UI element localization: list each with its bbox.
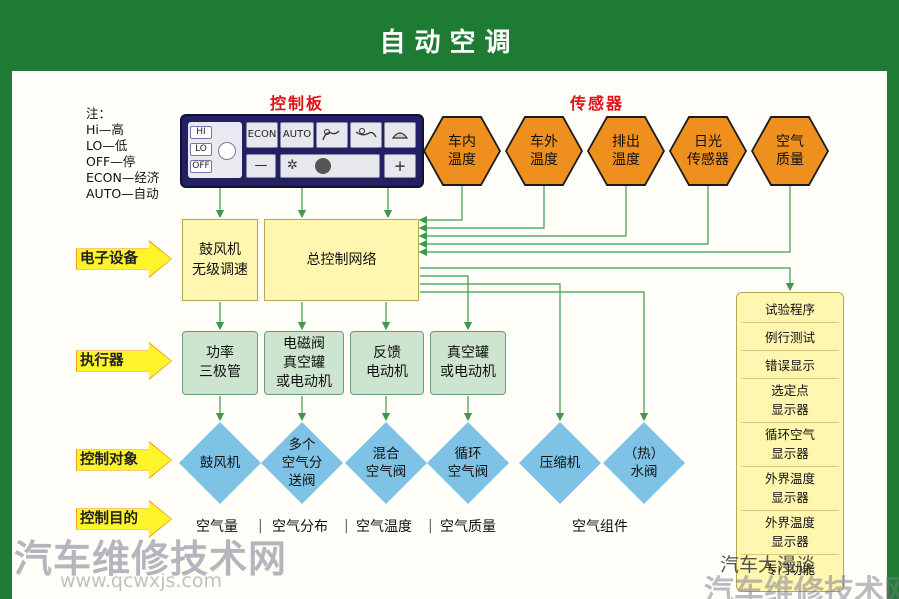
side-item-recirculation-display: 循环空气显示器 (741, 425, 839, 467)
purpose-air-components: 空气组件 (572, 519, 628, 535)
sensors-title: 传感器 (570, 94, 625, 113)
actuator-power-transistor: 功率三极管 (182, 331, 258, 395)
watermark-url: www.qcwxjs.com (60, 570, 223, 592)
blower-speed-control: 鼓风机无级调速 (182, 219, 258, 301)
temp-up-button: + (384, 154, 416, 178)
legend-line: Hi—高 (86, 122, 124, 137)
defrost-icon (384, 122, 416, 148)
legend-line: ECON—经济 (86, 170, 160, 185)
side-item-test-program: 试验程序 (741, 297, 839, 323)
legend-line: AUTO—自动 (86, 186, 159, 201)
airflow-face-icon (316, 122, 348, 148)
side-item-error-display: 错误显示 (741, 353, 839, 379)
lo-button: LO (190, 143, 212, 156)
side-item-outside-temp-display: 外界温度显示器 (741, 469, 839, 511)
legend-notes: 注： Hi—高 LO—低 OFF—停 ECON—经济 AUTO—自动 (86, 106, 159, 202)
auto-button: AUTO (280, 122, 314, 148)
watermark-site-name: 汽车维修技术网 (14, 537, 288, 581)
wire-sensor-1 (418, 186, 463, 225)
wire-network-compressor (420, 283, 565, 422)
actuator-vacuum-motor: 真空罐或电动机 (430, 331, 506, 395)
off-button: OFF (190, 160, 212, 173)
control-panel: HI LO OFF ECON AUTO — ✲ + (180, 114, 424, 188)
main-control-network: 总控制网络 (264, 219, 419, 301)
watermark-corner: 汽车维修技术网 (704, 574, 899, 599)
wire-sensor-4 (418, 186, 709, 249)
side-item-special-functions: 专门功能 (764, 562, 815, 577)
legend-line: 注： (86, 106, 112, 121)
actuator-feedback-motor: 反馈电动机 (350, 331, 424, 395)
wire-network-vacuum (420, 275, 473, 331)
wire-sensor-5 (418, 186, 791, 257)
temperature-slider: ✲ (280, 154, 380, 178)
econ-button: ECON (246, 122, 278, 148)
page-title: 自动空调 (379, 28, 520, 58)
wire-network-watervalve (420, 291, 649, 422)
wire-sensor-2 (418, 186, 545, 233)
side-item-setpoint-display: 选定点显示器 (741, 381, 839, 423)
separator: | (258, 518, 263, 534)
legend-line: OFF—停 (86, 154, 136, 169)
airflow-feet-icon (350, 122, 382, 148)
separator: | (428, 518, 433, 534)
actuator-solenoid-valve: 电磁阀真空罐或电动机 (264, 331, 344, 395)
watermark-account: 汽车大漫谈 (720, 554, 816, 576)
purpose-air-distribution: 空气分布 (272, 519, 328, 535)
separator: | (344, 518, 349, 534)
diagnostic-function-list: 试验程序 例行测试 错误显示 选定点显示器 循环空气显示器 外界温度显示器 外界… (736, 292, 844, 592)
purpose-air-volume: 空气量 (196, 519, 238, 535)
purpose-air-quality: 空气质量 (440, 519, 496, 535)
legend-line: LO—低 (86, 138, 128, 153)
fan-icon (218, 142, 236, 160)
slider-knob (315, 158, 331, 174)
hi-button: HI (190, 126, 212, 139)
snowflake-icon: ✲ (287, 158, 298, 173)
side-item-outside-temp-display-2: 外界温度显示器 (741, 513, 839, 555)
purpose-air-temperature: 空气温度 (356, 519, 412, 535)
wire-sensor-3 (418, 186, 627, 241)
temp-down-button: — (246, 154, 276, 178)
control-board-title: 控制板 (270, 94, 325, 113)
side-item-routine-test: 例行测试 (741, 325, 839, 351)
wire-network-side (420, 267, 795, 292)
